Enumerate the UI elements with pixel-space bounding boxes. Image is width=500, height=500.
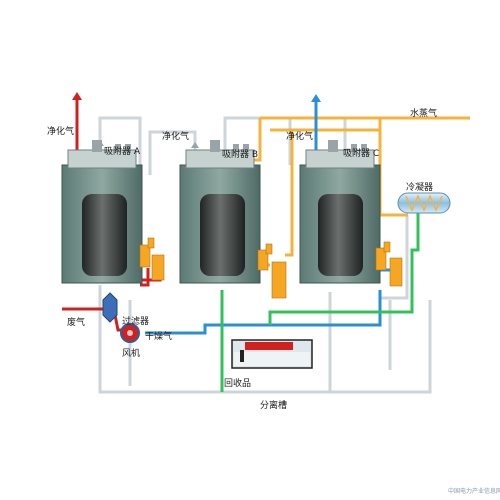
adsorber-b-label: 吸附器 B bbox=[222, 150, 259, 160]
adsorber-a bbox=[61, 140, 143, 284]
clean-gas-b-label: 净化气 bbox=[162, 132, 190, 142]
filter-label: 过滤器 bbox=[122, 317, 150, 327]
valve-cluster-a bbox=[139, 237, 165, 281]
clean-gas-a-label: 净化气 bbox=[47, 127, 75, 137]
adsorber-c-label: 吸附器 C bbox=[343, 149, 380, 159]
condenser-label: 冷凝器 bbox=[406, 183, 434, 193]
dry-air-label: 干燥气 bbox=[145, 332, 173, 342]
fan-label: 风机 bbox=[122, 349, 141, 359]
adsorber-c bbox=[299, 140, 381, 284]
fan bbox=[120, 323, 140, 343]
exhaust-label: 废气 bbox=[67, 318, 86, 328]
adsorber-b bbox=[179, 140, 261, 284]
separator-tank bbox=[231, 339, 313, 369]
clean-gas-c-label: 净化气 bbox=[286, 132, 314, 142]
outlet-arrows bbox=[72, 92, 321, 148]
condenser bbox=[397, 192, 451, 214]
recovered-label: 回收品 bbox=[224, 379, 252, 389]
watermark: 中国电力产业信息网 bbox=[448, 488, 500, 495]
steam-label: 水蒸气 bbox=[410, 109, 438, 119]
filter bbox=[102, 292, 118, 323]
valve-cluster-c bbox=[375, 241, 403, 287]
adsorber-a-label: 吸附器 A bbox=[104, 147, 141, 157]
condensate-piping bbox=[220, 212, 420, 392]
separator-label: 分离槽 bbox=[260, 401, 288, 411]
valve-cluster-b bbox=[257, 243, 287, 299]
